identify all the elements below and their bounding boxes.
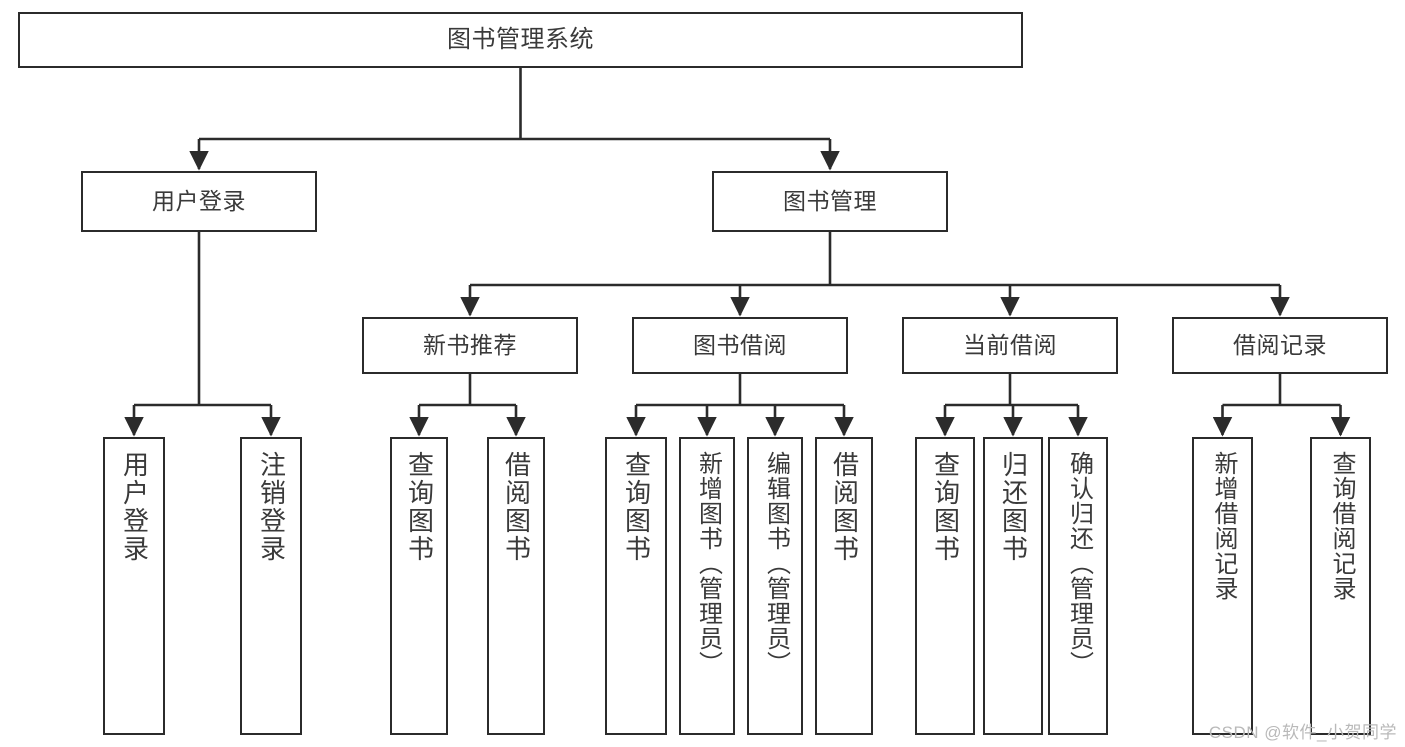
node-label: 归还图书 [998,451,1029,563]
node-current[interactable]: 当前借阅 [902,317,1118,374]
watermark-text: CSDN @软件_小贺同学 [1208,723,1397,742]
node-label: 确认归还（管理员） [1065,451,1093,676]
node-label: 借阅图书 [501,451,532,563]
node-l-b-add[interactable]: 新增图书（管理员） [679,437,735,735]
node-label: 借阅图书 [829,451,860,563]
node-label: 注销登录 [256,451,287,563]
node-root[interactable]: 图书管理系统 [18,12,1023,68]
node-l-nb-borrow[interactable]: 借阅图书 [487,437,545,735]
node-l-login[interactable]: 用户登录 [103,437,165,735]
node-l-b-query[interactable]: 查询图书 [605,437,667,735]
node-label: 借阅记录 [1233,331,1327,358]
node-l-nb-query[interactable]: 查询图书 [390,437,448,735]
node-label: 查询借阅记录 [1327,451,1355,601]
node-records[interactable]: 借阅记录 [1172,317,1388,374]
node-login[interactable]: 用户登录 [81,171,317,232]
node-l-r-add[interactable]: 新增借阅记录 [1192,437,1253,735]
node-l-c-query[interactable]: 查询图书 [915,437,975,735]
node-label: 新书推荐 [423,331,517,358]
node-label: 新增借阅记录 [1209,451,1237,601]
node-label: 查询图书 [930,451,961,563]
node-label: 编辑图书（管理员） [762,451,790,676]
node-newbook[interactable]: 新书推荐 [362,317,578,374]
node-borrow[interactable]: 图书借阅 [632,317,848,374]
node-label: 查询图书 [404,451,435,563]
node-label: 图书借阅 [693,331,787,358]
node-l-c-confirm[interactable]: 确认归还（管理员） [1048,437,1108,735]
node-label: 图书管理 [783,187,877,214]
node-l-b-borrow[interactable]: 借阅图书 [815,437,873,735]
node-label: 图书管理系统 [447,25,594,53]
node-label: 用户登录 [119,451,150,563]
node-l-r-query[interactable]: 查询借阅记录 [1310,437,1371,735]
node-l-b-edit[interactable]: 编辑图书（管理员） [747,437,803,735]
node-bookmgmt[interactable]: 图书管理 [712,171,948,232]
node-l-c-return[interactable]: 归还图书 [983,437,1043,735]
node-l-logout[interactable]: 注销登录 [240,437,302,735]
node-label: 当前借阅 [963,331,1057,358]
node-label: 新增图书（管理员） [694,451,722,676]
node-label: 查询图书 [621,451,652,563]
node-label: 用户登录 [152,187,246,214]
